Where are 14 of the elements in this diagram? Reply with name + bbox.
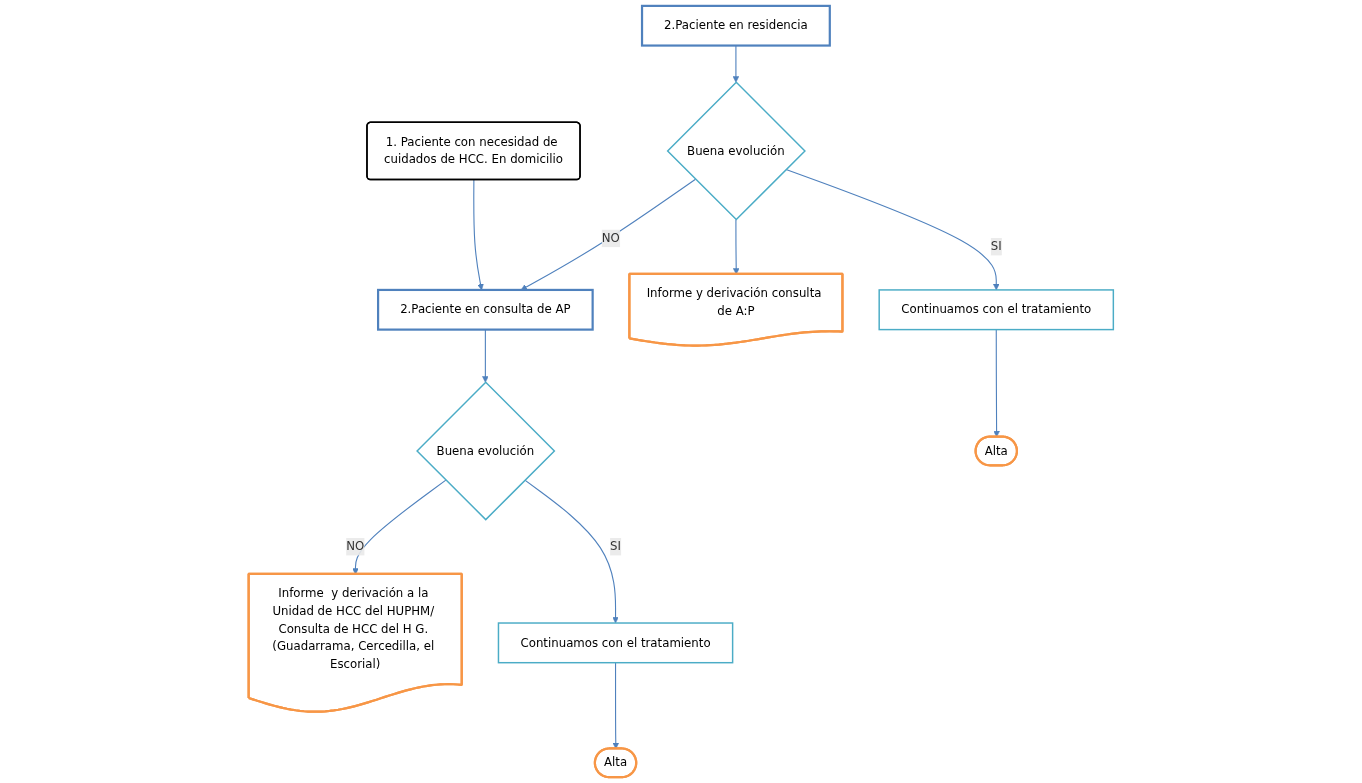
edge-label: SI: [610, 539, 622, 554]
edge-label: NO: [346, 539, 365, 554]
node-box: Continuamos con el tratamiento: [878, 289, 1115, 331]
node-box: 2.Paciente en residencia: [640, 4, 831, 47]
arrow: [785, 168, 1000, 291]
node-box: Continuamos con el tratamiento: [497, 622, 734, 664]
node-diamond: Buena evolución: [416, 381, 556, 521]
node-diamond: Buena evolución: [666, 81, 806, 221]
edge-label: SI: [990, 239, 1002, 254]
edge-label: NO: [601, 231, 620, 246]
arrow: [482, 329, 489, 383]
arrow: [732, 45, 740, 83]
node-box: 2.Paciente en consulta de AP: [377, 288, 594, 331]
arrow: [524, 479, 619, 624]
